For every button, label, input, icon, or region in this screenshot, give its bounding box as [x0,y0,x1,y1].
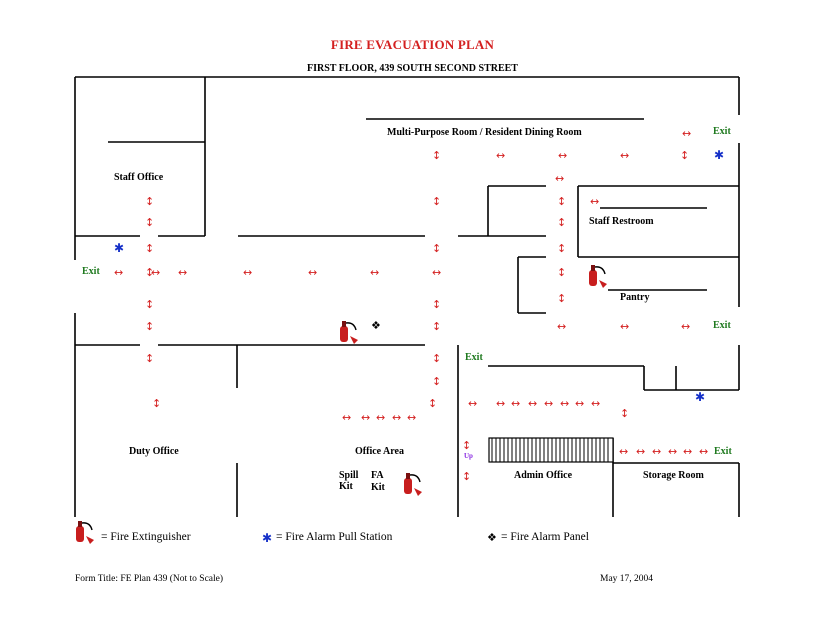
evac-arrow-horizontal: ↔ [151,266,161,279]
evac-arrow-horizontal: ↔ [496,149,506,162]
evac-arrow-vertical: ↕ [620,407,630,420]
evac-arrow-horizontal: ↔ [575,397,585,410]
evac-arrow-horizontal: ↔ [432,266,442,279]
evac-arrow-horizontal: ↔ [560,397,570,410]
evac-arrow-vertical: ↕ [145,242,155,255]
evac-arrow-vertical: ↕ [145,352,155,365]
evac-arrow-vertical: ↕ [152,397,162,410]
evac-arrow-horizontal: ↔ [407,411,417,424]
room-duty-office: Duty Office [129,446,179,457]
evac-arrow-vertical: ↕ [432,298,442,311]
evac-arrow-vertical: ↕ [432,195,442,208]
evac-arrow-horizontal: ↔ [652,445,662,458]
evac-arrow-horizontal: ↔ [511,397,521,410]
exit-label: Exit [714,446,732,457]
exit-label: Exit [82,266,100,277]
evac-arrow-horizontal: ↔ [558,149,568,162]
evac-arrow-vertical: ↕ [432,149,442,162]
evac-arrow-vertical: ↕ [432,375,442,388]
fire-extinguisher-icon [76,521,94,544]
evac-arrow-vertical: ↕ [557,242,567,255]
exit-label: Exit [713,126,731,137]
evac-arrow-horizontal: ↔ [308,266,318,279]
evac-arrow-horizontal: ↔ [681,320,691,333]
room-staff-office: Staff Office [114,172,164,183]
evac-arrow-vertical: ↕ [145,216,155,229]
room-multi-purpose: Multi-Purpose Room / Resident Dining Roo… [387,127,582,138]
evac-arrow-horizontal: ↔ [392,411,402,424]
room-staff-restroom: Staff Restroom [589,216,654,227]
evac-arrow-horizontal: ↔ [636,445,646,458]
evac-arrow-horizontal: ↔ [370,266,380,279]
exit-label: Exit [713,320,731,331]
evac-arrow-vertical: ↕ [557,266,567,279]
room-admin-office: Admin Office [514,470,573,481]
legend-extinguisher: = Fire Extinguisher [101,531,191,543]
diamond-icon: ❖ [371,319,381,332]
evac-arrow-horizontal: ↔ [468,397,478,410]
star-icon: ✱ [714,148,725,162]
evac-arrow-vertical: ↕ [432,320,442,333]
evac-arrow-vertical: ↕ [557,292,567,305]
star-icon: ✱ [695,390,706,404]
evac-arrow-vertical: ↕ [145,195,155,208]
evac-arrow-vertical: ↕ [432,242,442,255]
evac-arrow-horizontal: ↔ [114,266,124,279]
evac-arrow-horizontal: ↔ [591,397,601,410]
evac-arrow-horizontal: ↔ [699,445,709,458]
evac-arrow-vertical: ↕ [462,470,472,483]
evac-arrow-horizontal: ↔ [528,397,538,410]
evac-arrow-vertical: ↕ [432,352,442,365]
evac-arrow-vertical: ↕ [557,195,567,208]
diamond-icon: ❖ [487,531,497,544]
star-icon: ✱ [114,241,125,255]
evac-arrow-horizontal: ↔ [544,397,554,410]
evac-arrow-vertical: ↕ [557,216,567,229]
room-pantry: Pantry [620,292,650,303]
evac-arrow-horizontal: ↔ [555,172,565,185]
room-storage-room: Storage Room [643,470,704,481]
plan-title: FIRE EVACUATION PLAN [330,37,495,52]
evac-arrow-vertical: ↕ [145,320,155,333]
fire-extinguisher-icon [589,265,607,288]
evac-arrow-vertical: ↕ [462,439,472,452]
fa-kit-label: FA Kit [371,470,385,493]
plan-subtitle: FIRST FLOOR, 439 SOUTH SECOND STREET [307,63,518,74]
evac-arrow-horizontal: ↔ [376,411,386,424]
evac-arrow-horizontal: ↔ [682,127,692,140]
evac-arrow-vertical: ↕ [680,149,690,162]
up-label: Up [464,452,473,460]
evac-arrow-horizontal: ↔ [243,266,253,279]
form-title: Form Title: FE Plan 439 (Not to Scale) [75,574,224,584]
evac-arrow-horizontal: ↔ [342,411,352,424]
evac-arrow-horizontal: ↔ [619,445,629,458]
evac-arrow-horizontal: ↔ [668,445,678,458]
star-icon: ✱ [262,531,273,545]
legend-alarm-panel: = Fire Alarm Panel [501,531,589,543]
evac-arrow-horizontal: ↔ [620,149,630,162]
fire-extinguisher-icon [404,473,422,496]
exit-label: Exit [465,352,483,363]
evac-arrow-horizontal: ↔ [361,411,371,424]
evac-arrow-horizontal: ↔ [590,195,600,208]
legend-pull-station: = Fire Alarm Pull Station [276,531,393,543]
evac-arrow-horizontal: ↔ [683,445,693,458]
evac-arrow-vertical: ↕ [428,397,438,410]
spill-kit-label: Spill Kit [339,470,359,492]
evac-arrow-horizontal: ↔ [557,320,567,333]
room-office-area: Office Area [355,446,404,457]
evac-arrow-horizontal: ↔ [178,266,188,279]
fire-extinguisher-icon [340,321,358,344]
evac-arrow-horizontal: ↔ [496,397,506,410]
evac-arrow-horizontal: ↔ [620,320,630,333]
evac-arrow-vertical: ↕ [145,298,155,311]
plan-date: May 17, 2004 [600,574,654,584]
evac-arrow-vertical: ↕ [145,266,155,279]
